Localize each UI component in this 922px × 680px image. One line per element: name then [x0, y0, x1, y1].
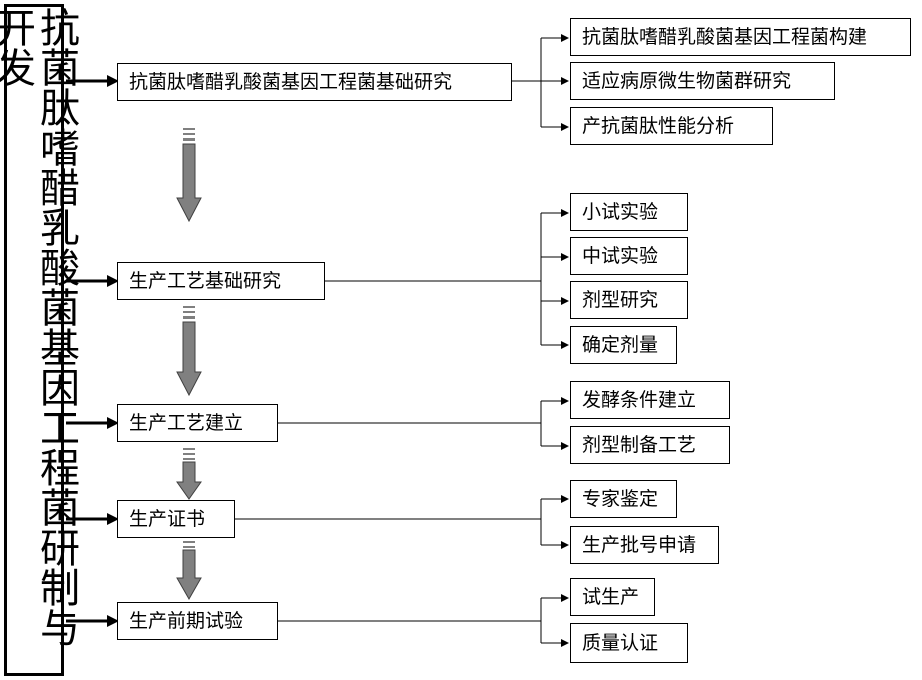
vertical-title-box: 抗菌肽嗜醋乳酸菌基因工程菌研制与开发	[0, 4, 79, 676]
stage-box-3: 生产工艺建立	[117, 404, 278, 442]
branch-connectors	[234, 34, 569, 647]
down-arrow-2	[176, 306, 202, 397]
sub-box-2-1: 小试实验	[570, 193, 688, 231]
sub-box-1-1: 抗菌肽嗜醋乳酸菌基因工程菌构建	[570, 18, 911, 56]
sub-box-1-3: 产抗菌肽性能分析	[570, 107, 773, 145]
down-arrow-3	[176, 448, 202, 500]
sub-box-2-3: 剂型研究	[570, 281, 688, 319]
sub-box-4-2: 生产批号申请	[570, 526, 719, 564]
stage-box-4: 生产证书	[117, 500, 235, 538]
down-arrow-4	[176, 541, 202, 601]
stage-box-5: 生产前期试验	[117, 602, 278, 640]
sub-box-1-2: 适应病原微生物菌群研究	[570, 62, 835, 100]
sub-box-4-1: 专家鉴定	[570, 480, 677, 518]
stage-arrowhead-3	[107, 417, 119, 429]
stage-arrowhead-5	[107, 615, 119, 627]
sub-box-3-2: 剂型制备工艺	[570, 426, 730, 464]
sub-box-3-1: 发酵条件建立	[570, 381, 730, 419]
stage-box-1: 抗菌肽嗜醋乳酸菌基因工程菌基础研究	[117, 63, 512, 101]
stage-arrowhead-2	[107, 275, 119, 287]
sub-box-5-1: 试生产	[570, 578, 655, 616]
sub-box-2-4: 确定剂量	[570, 326, 677, 364]
sub-box-5-2: 质量认证	[570, 623, 688, 663]
vertical-title: 抗菌肽嗜醋乳酸菌基因工程菌研制与开发	[0, 7, 79, 647]
flow-down-arrows	[176, 128, 202, 601]
sub-box-2-2: 中试实验	[570, 237, 688, 275]
stage-arrowhead-4	[107, 513, 119, 525]
down-arrow-1	[176, 128, 202, 223]
stage-box-2: 生产工艺基础研究	[117, 262, 325, 300]
stage-arrowhead-1	[107, 75, 119, 87]
title-to-stage-arrows	[66, 75, 119, 627]
